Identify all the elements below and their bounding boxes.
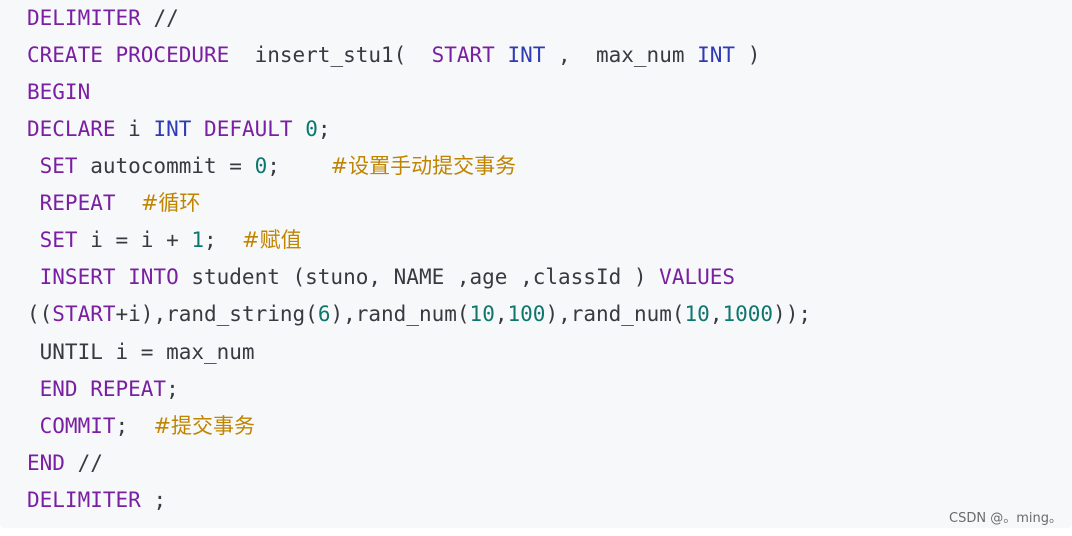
code-token: INT xyxy=(697,43,736,67)
code-token: 0 xyxy=(254,154,268,178)
code-token: ; xyxy=(140,488,167,512)
code-token: ; xyxy=(115,414,154,438)
code-comment: #设置手动提交事务 xyxy=(330,154,517,178)
code-line: END // xyxy=(27,445,103,482)
code-token: START xyxy=(52,302,116,326)
code-token: BEGIN xyxy=(27,80,91,104)
code-token: , xyxy=(709,302,723,326)
code-token: i xyxy=(115,117,154,141)
code-token: // xyxy=(64,451,103,475)
code-token: insert_stu1( xyxy=(229,43,432,67)
code-line: CREATE PROCEDURE insert_stu1( START INT … xyxy=(27,37,760,74)
code-token: ) xyxy=(735,43,761,67)
code-token: 10 xyxy=(684,302,710,326)
code-comment: #赋值 xyxy=(241,228,302,252)
code-token xyxy=(293,117,306,141)
code-token: COMMIT xyxy=(27,414,116,438)
code-token: 10 xyxy=(469,302,495,326)
code-token: 1000 xyxy=(722,302,774,326)
code-line: INSERT INTO student (stuno, NAME ,age ,c… xyxy=(27,259,735,296)
code-token: VALUES xyxy=(659,265,736,289)
code-token: CREATE PROCEDURE xyxy=(27,43,230,67)
code-token: // xyxy=(140,6,179,30)
code-token: DELIMITER xyxy=(27,6,141,30)
code-token: INT xyxy=(153,117,192,141)
code-token: 6 xyxy=(317,302,331,326)
code-token: 1 xyxy=(191,228,205,252)
code-token: ; xyxy=(317,117,331,141)
code-token: END xyxy=(27,451,65,475)
code-line: UNTIL i = max_num xyxy=(27,334,255,371)
code-token: ; xyxy=(267,154,331,178)
code-token: , xyxy=(494,302,508,326)
code-token: DELIMITER xyxy=(27,488,141,512)
code-token: (( xyxy=(27,302,53,326)
watermark: CSDN @。ming。 xyxy=(949,511,1062,526)
code-token: +i),rand_string( xyxy=(115,302,318,326)
code-token: , max_num xyxy=(545,43,698,67)
code-line: END REPEAT; xyxy=(27,371,179,408)
code-line: SET autocommit = 0; #设置手动提交事务 xyxy=(27,148,516,185)
code-line: DECLARE i INT DEFAULT 0; xyxy=(27,111,331,148)
code-token: ,age ,classId ) xyxy=(444,265,660,289)
code-token: UNTIL xyxy=(27,340,103,364)
code-token: SET xyxy=(27,154,78,178)
code-token: ; xyxy=(204,228,242,252)
code-token: DECLARE xyxy=(27,117,116,141)
code-token: ),rand_num( xyxy=(545,302,685,326)
code-token: ; xyxy=(166,377,179,401)
code-token: DEFAULT xyxy=(204,117,293,141)
code-token: 0 xyxy=(305,117,318,141)
code-token: INSERT INTO xyxy=(27,265,179,289)
code-line: REPEAT #循环 xyxy=(27,185,201,222)
code-line: DELIMITER // xyxy=(27,0,179,37)
code-token xyxy=(495,43,508,67)
code-token: autocommit = xyxy=(77,154,255,178)
code-token: ),rand_num( xyxy=(330,302,470,326)
code-token: SET xyxy=(27,228,78,252)
code-token: START xyxy=(431,43,495,67)
code-token: REPEAT xyxy=(27,191,116,215)
code-line: SET i = i + 1; #赋值 xyxy=(27,222,302,259)
code-line: ((START+i),rand_string(6),rand_num(10,10… xyxy=(27,296,811,333)
code-token: )); xyxy=(773,302,811,326)
code-token: NAME xyxy=(393,265,445,289)
code-token: i = i + xyxy=(77,228,192,252)
code-token: 100 xyxy=(507,302,546,326)
code-token: INT xyxy=(507,43,546,67)
code-comment: #提交事务 xyxy=(153,414,256,438)
code-token: student (stuno, xyxy=(178,265,394,289)
code-line: BEGIN xyxy=(27,74,90,111)
code-comment: #循环 xyxy=(140,191,201,215)
code-token xyxy=(116,191,141,215)
code-token: END REPEAT xyxy=(27,377,167,401)
code-token: i = max_num xyxy=(102,340,255,364)
code-line: COMMIT; #提交事务 xyxy=(27,408,255,445)
code-token xyxy=(191,117,204,141)
code-line: DELIMITER ; xyxy=(27,482,166,519)
